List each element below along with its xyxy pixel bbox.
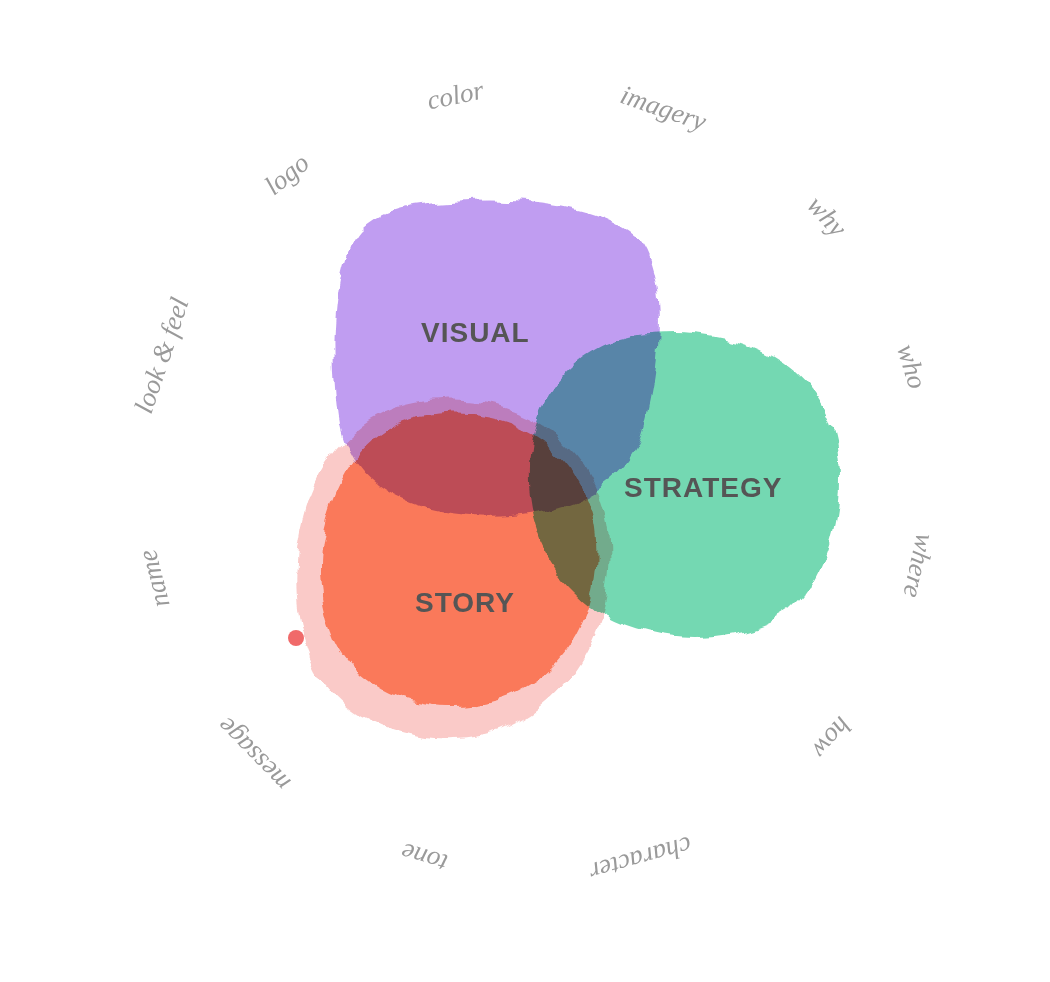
ring-word: look & feel	[128, 294, 195, 418]
ring-word: who	[890, 340, 933, 392]
ring-word: how	[805, 710, 858, 764]
ring-word: logo	[259, 147, 316, 201]
ring-word: why	[801, 190, 853, 243]
venn-circle: VISUAL	[413, 313, 538, 353]
venn-circle: STORY	[407, 583, 523, 623]
circle-title: STRATEGY	[624, 472, 782, 504]
venn-circle: STRATEGY	[616, 468, 790, 508]
ring-word: imagery	[616, 79, 710, 137]
ring-word: color	[424, 75, 486, 117]
ring-word: message	[211, 711, 297, 798]
story-blob	[321, 415, 597, 706]
ring-word: character	[586, 829, 695, 887]
ring-word: tone	[398, 836, 451, 879]
paint-dot	[288, 630, 304, 646]
ring-word: name	[132, 546, 177, 610]
circle-title: VISUAL	[421, 317, 530, 349]
story-outer-wash	[295, 400, 609, 739]
ring-word: where	[896, 530, 940, 600]
circle-title: STORY	[415, 587, 515, 619]
